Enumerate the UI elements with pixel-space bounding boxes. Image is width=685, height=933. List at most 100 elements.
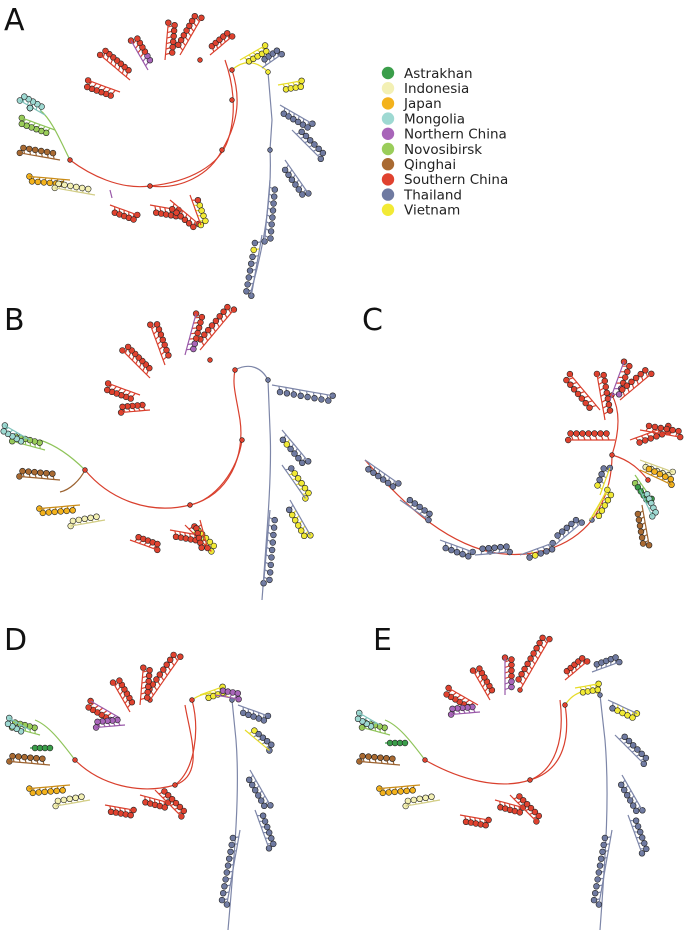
legend-label-southern_china: Southern China [404,172,508,188]
leaf-node-thailand [223,869,231,876]
tree-branch [639,805,643,811]
leaf-node-japan [651,468,658,475]
tree-branch [129,539,154,550]
leaf-node-southern-china [624,368,631,375]
leaf-node-southern-china [124,343,132,351]
leaf-node-thailand [268,546,276,554]
leaf-node-southern-china [606,407,614,414]
tree-branch [34,719,76,761]
tree-branch [598,898,601,905]
leaf-node-thailand [442,544,449,552]
leaf-node-thailand [269,214,276,221]
tree-branch [107,382,112,386]
tree-branch [264,179,271,236]
leaf-node-qinghai [39,755,46,762]
leaf-node-thailand [612,654,619,661]
leaf-node-thailand [290,115,297,123]
tree-branch [54,187,60,190]
tree-branch [93,702,121,719]
leaf-node-thailand [220,889,227,897]
leaf-node-thailand [268,554,275,561]
leaf-node-thailand [389,483,397,490]
leaf-node-qinghai [359,752,366,760]
panel-label-a: A [4,3,25,38]
leaf-node-mongolia [4,720,12,727]
leaf-node-qinghai [43,148,51,156]
tree-branch [611,394,619,456]
leaf-node-japan [69,507,76,514]
internal-node [265,377,271,383]
leaf-node-thailand [370,469,377,476]
tree-branch [589,493,606,521]
leaf-node-mongolia [0,428,7,435]
leaf-node-qinghai [15,753,22,760]
tree-branch [114,685,131,713]
leaf-node-qinghai [37,469,44,476]
leaf-node-southern-china [177,213,184,220]
leaf-node-vietnam [251,727,258,734]
leaf-node-thailand [596,476,603,483]
tree-branch [249,769,269,802]
tree-branch [174,699,197,786]
leaf-node-southern-china [145,677,152,685]
leaf-node-thailand [245,274,253,281]
tree-branch [244,729,267,749]
leaf-node-thailand [261,818,269,825]
leaf-node-southern-china [523,800,531,808]
leaf-node-southern-china [443,691,450,698]
tree-branch [364,761,401,766]
leaf-node-southern-china [632,374,640,382]
internal-node [562,702,568,708]
tree-branch [448,687,453,691]
leaf-node-thailand [568,520,575,528]
tree-branch [29,787,35,790]
tree-branch [641,504,649,541]
leaf-node-thailand [638,750,645,757]
leaf-node-southern-china [180,807,188,815]
leaf-node-southern-china [130,216,137,223]
leaf-node-japan [29,789,36,797]
leaf-node-qinghai [638,534,646,541]
tree-branch [55,804,61,807]
leaf-node-southern-china [195,324,203,331]
legend-label-qinghai: Qinghai [404,157,456,173]
leaf-node-japan [47,788,54,795]
leaf-node-southern-china [669,426,676,434]
tree-branch [639,848,643,854]
leaf-node-thailand [226,855,233,862]
leaf-node-vietnam [604,497,612,504]
panel-label-c: C [362,303,383,338]
tree-branch [640,760,645,765]
leaf-node-thailand [267,561,274,569]
leaf-node-astrakhan [46,744,54,752]
tree-branch [194,313,197,318]
leaf-node-southern-china [657,424,664,432]
tree-branch [289,499,309,532]
leaf-node-thailand [299,121,307,128]
tree-branch [261,44,266,49]
leaf-node-thailand [263,737,271,745]
leaf-node-qinghai [637,528,645,535]
leaf-node-thailand [243,288,250,295]
leaf-node-thailand [288,176,296,183]
leaf-node-southern-china [508,661,515,669]
leaf-node-thailand [641,840,648,847]
leaf-node-southern-china [603,430,610,437]
leaf-node-thailand [600,841,607,849]
leaf-node-southern-china [181,216,189,224]
tree-branch [39,109,71,161]
tree-branch [227,699,239,931]
leaf-node-southern-china [527,804,535,812]
tree-branch [109,204,134,215]
leaf-node-thailand [269,207,277,214]
tree-branch [263,577,265,584]
tree-branch [410,799,441,806]
leaf-node-thailand [287,445,294,453]
leaf-node-southern-china [597,430,604,437]
leaf-node-northern-china [615,391,623,398]
leaf-node-southern-china [651,423,659,431]
leaf-node-qinghai [635,516,643,524]
tree-branch [8,426,31,441]
leaf-node-vietnam [206,538,214,546]
leaf-node-thailand [497,543,504,551]
